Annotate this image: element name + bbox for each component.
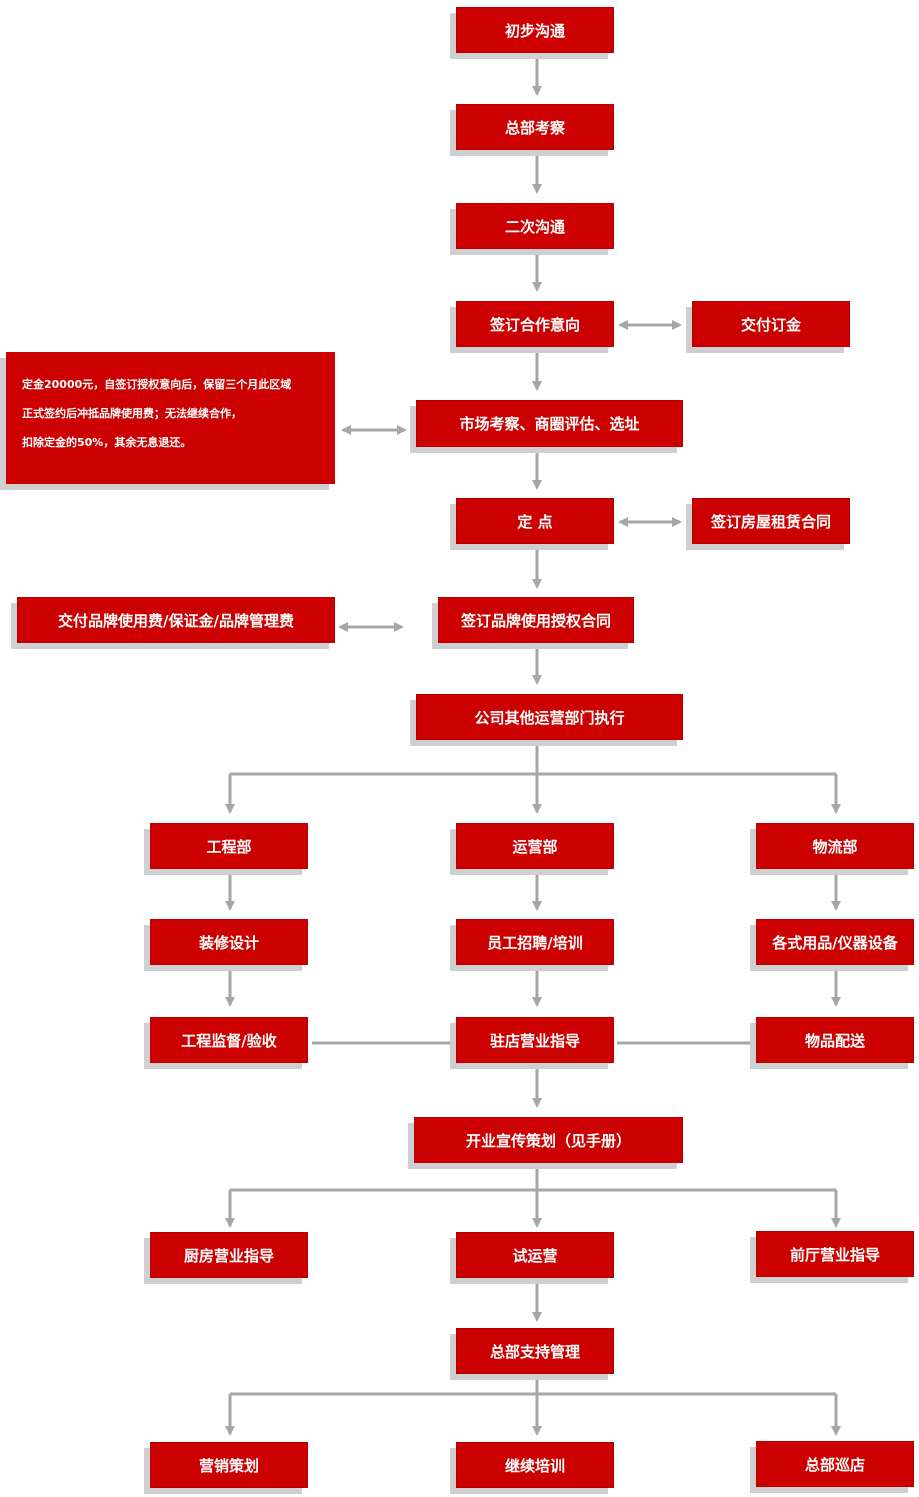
dept-engineering: 工程部 <box>150 823 308 869</box>
front-hall-guidance: 前厅营业指导 <box>756 1231 914 1277</box>
step-initial-communication: 初步沟通 <box>456 7 614 53</box>
step-hq-support: 总部支持管理 <box>456 1328 614 1374</box>
ops-recruit-train: 员工招聘/培训 <box>456 919 614 965</box>
hq-store-patrol: 总部巡店 <box>756 1441 914 1487</box>
continuing-training: 继续培训 <box>456 1442 614 1488</box>
deposit-note-line-2: 正式签约后冲抵品牌使用费；无法继续合作， <box>22 407 242 420</box>
step-sign-brand-contract: 签订品牌使用授权合同 <box>438 597 634 643</box>
step-opening-promotion: 开业宣传策划（见手册） <box>414 1117 683 1163</box>
log-supplies-equipment: 各式用品/仪器设备 <box>756 919 914 965</box>
deposit-note-line-3: 扣除定金的50%，其余无息退还。 <box>22 436 192 449</box>
trial-operation: 试运营 <box>456 1232 614 1278</box>
deposit-note: 定金20000元，自签订授权意向后，保留三个月此区域 正式签约后冲抵品牌使用费；… <box>6 352 335 484</box>
step-pay-brand-fees: 交付品牌使用费/保证金/品牌管理费 <box>17 597 335 643</box>
step-pay-deposit: 交付订金 <box>692 301 850 347</box>
step-second-communication: 二次沟通 <box>456 203 614 249</box>
eng-renovation-design: 装修设计 <box>150 919 308 965</box>
step-fix-location: 定 点 <box>456 498 614 544</box>
eng-supervision-acceptance: 工程监督/验收 <box>150 1017 308 1063</box>
step-sign-lease: 签订房屋租赁合同 <box>692 498 850 544</box>
marketing-planning: 营销策划 <box>150 1442 308 1488</box>
log-delivery: 物品配送 <box>756 1017 914 1063</box>
dept-operations: 运营部 <box>456 823 614 869</box>
ops-onsite-guidance: 驻店营业指导 <box>456 1017 614 1063</box>
kitchen-guidance: 厨房营业指导 <box>150 1232 308 1278</box>
step-hq-inspection: 总部考察 <box>456 104 614 150</box>
deposit-note-line-1: 定金20000元，自签订授权意向后，保留三个月此区域 <box>22 378 292 391</box>
step-market-survey: 市场考察、商圈评估、选址 <box>416 400 683 447</box>
step-other-departments: 公司其他运营部门执行 <box>416 694 683 740</box>
step-sign-intent: 签订合作意向 <box>456 301 614 347</box>
dept-logistics: 物流部 <box>756 823 914 869</box>
